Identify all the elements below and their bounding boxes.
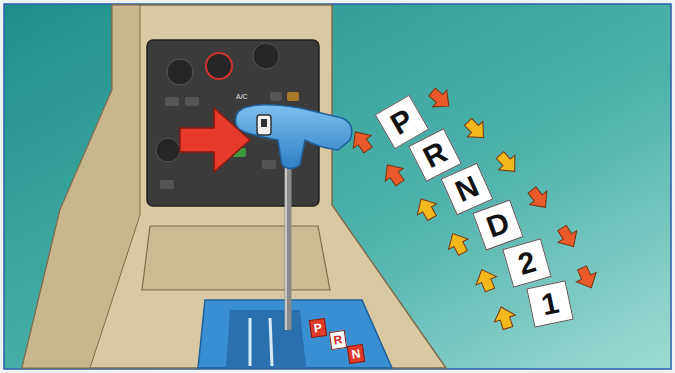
gear-letter: 1 bbox=[539, 288, 562, 321]
gear-letter: P bbox=[386, 104, 418, 140]
background-panel bbox=[4, 4, 671, 369]
gate-label: R bbox=[329, 330, 347, 350]
shift-lever bbox=[235, 105, 351, 330]
direction-arrows bbox=[346, 84, 601, 332]
gear-letter: 2 bbox=[515, 246, 539, 279]
console bbox=[22, 5, 446, 368]
gear-letter: P bbox=[313, 322, 323, 335]
pointer-arrow bbox=[180, 108, 250, 172]
gear-letter: R bbox=[333, 333, 343, 346]
gate-label: P bbox=[309, 318, 327, 338]
gear-letter: D bbox=[483, 207, 514, 243]
gear-letter: N bbox=[451, 171, 483, 207]
gate-label: N bbox=[347, 344, 365, 364]
gear-letter: N bbox=[351, 347, 361, 360]
gear-letter: R bbox=[419, 137, 452, 174]
gear-cell: 1 bbox=[526, 280, 573, 327]
panel-label: A/C bbox=[236, 93, 248, 100]
